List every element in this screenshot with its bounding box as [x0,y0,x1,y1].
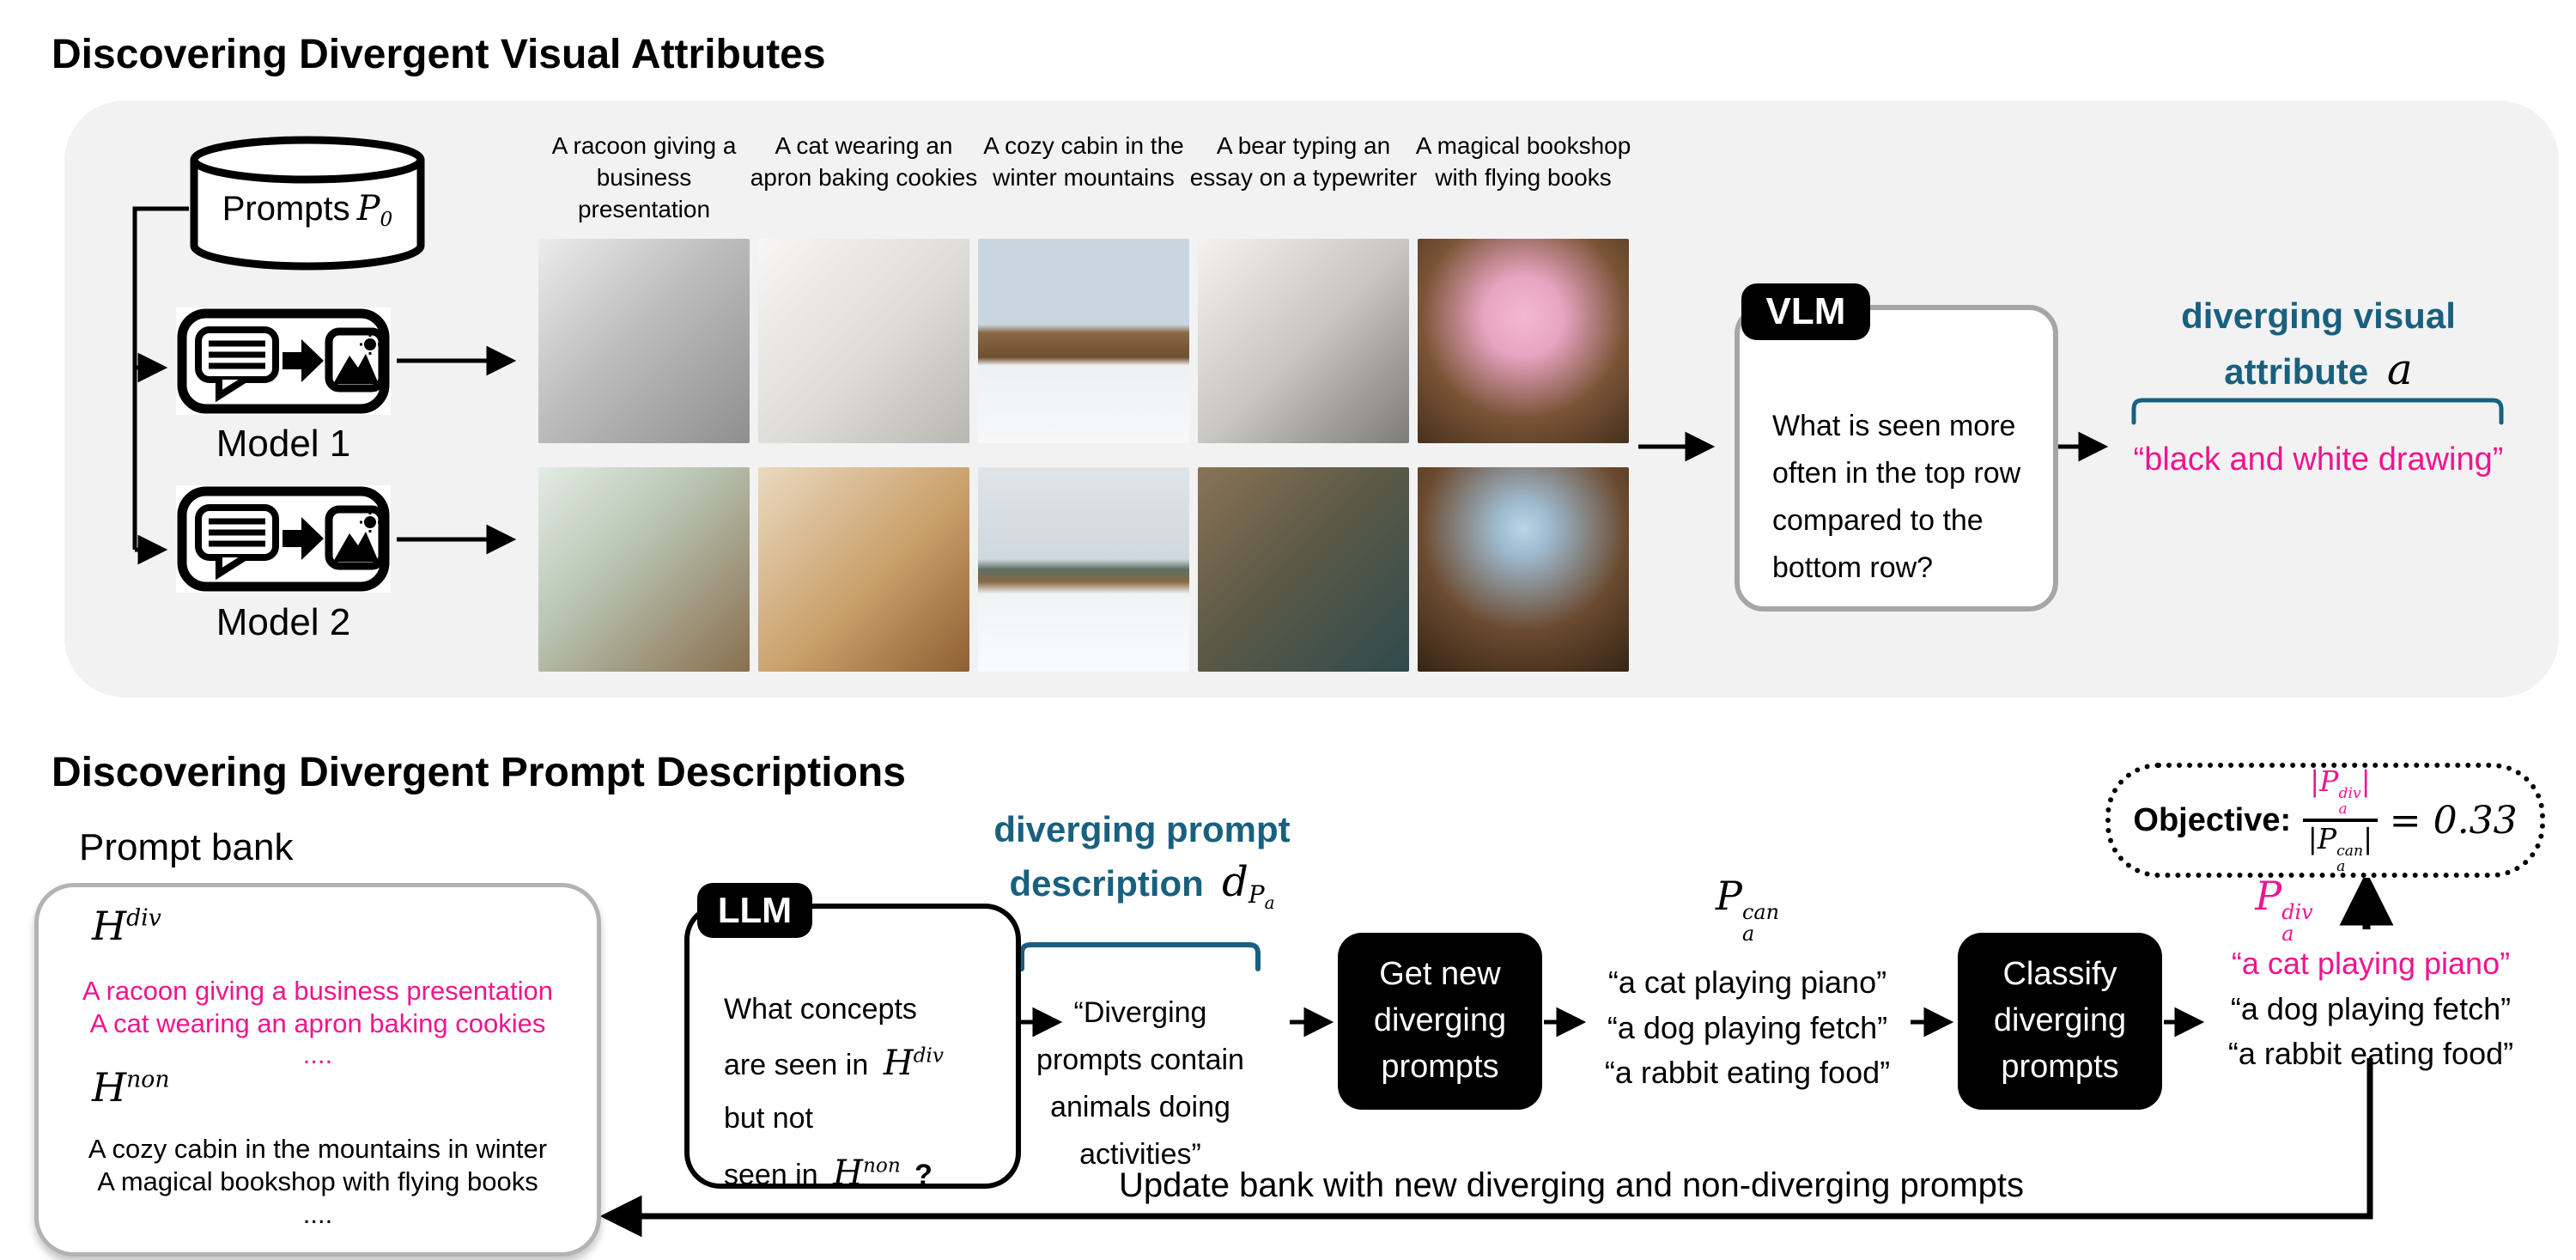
caption-bear: A bear typing an essay on a typewriter [1189,132,1418,191]
description-bracket [1019,942,1261,971]
pcan-item-2: “a dog playing fetch” [1607,1009,1888,1045]
model-2-icon [176,485,391,593]
non-prompt-ellipsis: .... [302,1199,333,1229]
llm-question-line4: seen in Hnon ? [724,1153,933,1193]
image-model1-bear [1198,239,1409,443]
pcan-list: “a cat playing piano” “a dog playing fet… [1593,960,1902,1096]
image-model2-bookshop [1418,467,1629,672]
prompts-db-label: Prompts P0 [222,189,393,231]
image-model2-bear [1198,467,1409,672]
vlm-box: What is seen more often in the top row c… [1735,305,2058,612]
update-bank-text: Update bank with new diverging and non-d… [1119,1166,2024,1204]
get-new-prompts-button: Get new diverging prompts [1338,933,1542,1110]
pcan-item-1: “a cat playing piano” [1607,965,1887,1000]
model-1-icon [176,307,391,415]
llm-question: What concepts are seen in Hdiv but not s… [724,984,1007,1203]
vlm-badge: VLM [1741,283,1870,340]
llm-badge: LLM [697,883,812,938]
llm-box: What concepts are seen in Hdiv but not s… [684,904,1021,1193]
non-prompt-1: A cozy cabin in the mountains in winter [88,1134,548,1164]
vlm-question: What is seen more often in the top row c… [1772,410,2021,585]
image-model1-bookshop [1418,239,1629,443]
description-heading: diverging prompt description dPa [993,809,1291,914]
div-prompt-ellipsis: .... [302,1039,333,1069]
image-model2-cabin [978,467,1189,672]
non-prompt-2: A magical bookshop with flying books [97,1166,538,1196]
objective-result: = 0.33 [2389,798,2518,843]
model-1-label: Model 1 [216,423,351,465]
pdiv-list: “a cat playing piano” “a dog playing fet… [2214,941,2528,1077]
llm-question-line2: are seen in Hdiv [724,1044,944,1084]
prompts-database: Prompts P0 [187,136,428,273]
image-model1-cat [758,239,969,443]
caption-racoon: A racoon giving a business presentation [551,132,737,222]
image-model2-cat [758,467,969,672]
top-section-title: Discovering Divergent Visual Attributes [52,32,826,77]
image-model2-racoon [538,467,750,672]
attribute-heading: diverging visual attribute a [2181,295,2456,394]
classify-prompts-button: Classify diverging prompts [1958,933,2162,1110]
pdiv-item-3: “a rabbit eating food” [2227,1036,2514,1072]
image-model1-cabin [978,239,1189,443]
pcan-item-3: “a rabbit eating food” [1604,1055,1891,1091]
llm-question-line3: but not [724,1102,813,1135]
pdiv-item-2: “a dog playing fetch” [2230,990,2512,1026]
database-cylinder-icon [190,136,425,271]
prompt-bank-box: Hdiv A racoon giving a business presenta… [34,883,601,1257]
attribute-value: “black and white drawing” [2133,441,2504,478]
llm-question-line1: What concepts [724,993,917,1026]
caption-cat: A cat wearing an apron baking cookies [750,132,978,191]
hnon-symbol: Hnon [92,1064,170,1111]
div-prompt-1: A racoon giving a business presentation [82,976,554,1006]
prompt-bank-label: Prompt bank [79,826,294,868]
description-value: “Diverging prompts contain animals doing… [1036,996,1244,1172]
div-prompt-2: A cat wearing an apron baking cookies [89,1008,546,1038]
model-2-label: Model 2 [216,601,351,643]
bottom-section-title: Discovering Divergent Prompt Description… [52,750,906,795]
pdiv-item-1: “a cat playing piano” [2231,946,2511,981]
caption-cabin: A cozy cabin in the winter mountains [983,132,1184,191]
caption-bookshop: A magical bookshop with flying books [1415,132,1631,191]
image-model1-racoon [538,239,750,443]
objective-label: Objective: [2133,801,2292,838]
hdiv-symbol: Hdiv [92,903,161,949]
